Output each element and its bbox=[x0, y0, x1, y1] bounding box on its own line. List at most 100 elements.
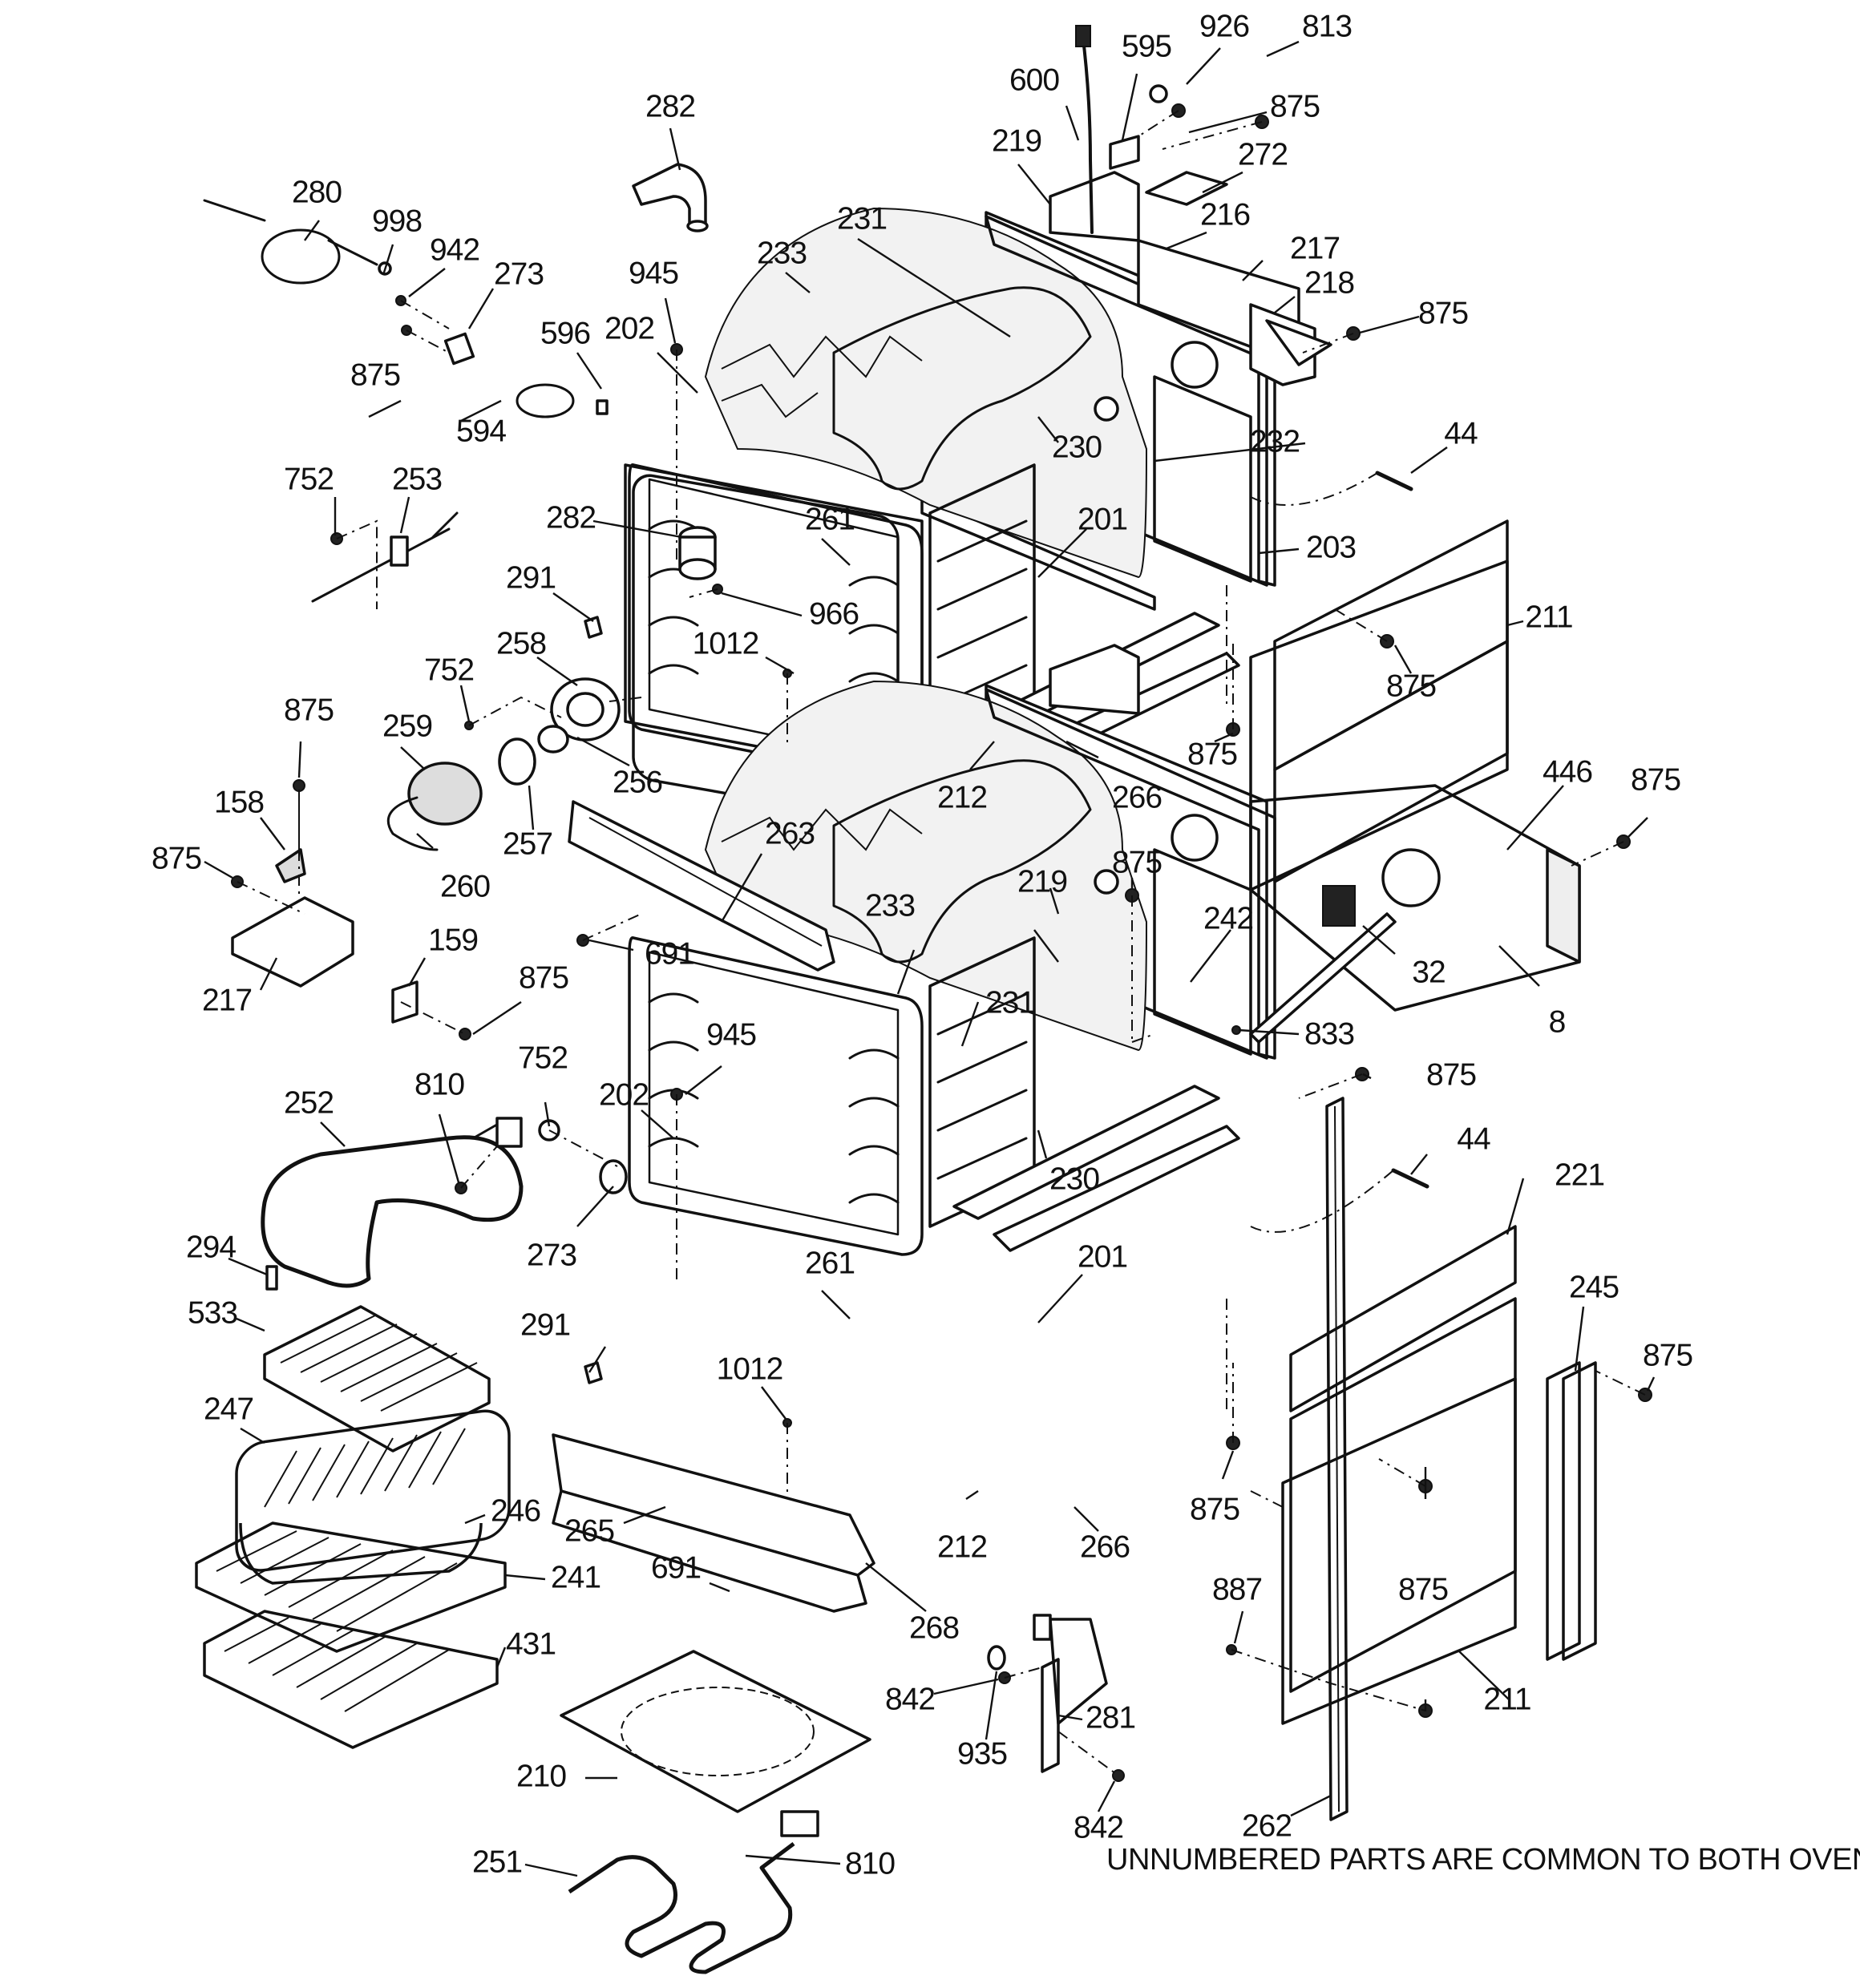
callout-label: 247 bbox=[204, 1392, 253, 1426]
leader-lines bbox=[204, 40, 1656, 1877]
callout-label: 595 bbox=[1122, 29, 1171, 63]
callout-label: 202 bbox=[604, 311, 654, 345]
callout-label: 210 bbox=[516, 1759, 566, 1793]
callout-label: 446 bbox=[1543, 754, 1592, 789]
callout-label: 219 bbox=[1017, 864, 1067, 899]
callout-label: 268 bbox=[909, 1610, 959, 1645]
callout-label: 212 bbox=[937, 1529, 987, 1564]
callout-label: 265 bbox=[564, 1513, 614, 1548]
callout-label: 294 bbox=[186, 1230, 236, 1264]
callout-label: 246 bbox=[491, 1493, 540, 1528]
diagram-note: UNNUMBERED PARTS ARE COMMON TO BOTH OVEN… bbox=[1106, 1843, 1860, 1877]
callout-label: 875 bbox=[1398, 1572, 1448, 1606]
element-252 bbox=[261, 1117, 628, 1291]
callout-label: 691 bbox=[651, 1550, 701, 1585]
callout-label: 230 bbox=[1049, 1162, 1099, 1196]
callout-label: 233 bbox=[757, 236, 807, 270]
callout-label: 810 bbox=[414, 1067, 464, 1101]
callout-label: 263 bbox=[765, 816, 815, 851]
hinge-281 bbox=[987, 1614, 1125, 1782]
callout-label: 231 bbox=[985, 985, 1035, 1020]
callout-label: 259 bbox=[382, 709, 432, 743]
callout-label: 942 bbox=[430, 232, 479, 267]
callout-label: 875 bbox=[1631, 762, 1680, 797]
callout-label: 998 bbox=[372, 204, 422, 238]
callout-label: 260 bbox=[440, 869, 490, 903]
rear-box-446 bbox=[1249, 784, 1581, 1044]
callout-label: 966 bbox=[809, 596, 859, 631]
callout-label: 216 bbox=[1200, 197, 1250, 232]
callout-label: 245 bbox=[1569, 1270, 1619, 1304]
callout-label: 217 bbox=[1290, 231, 1340, 265]
callout-label: 1012 bbox=[717, 1352, 783, 1386]
rear-panel-lower bbox=[1281, 1225, 1597, 1725]
callout-label: 8 bbox=[1549, 1004, 1566, 1039]
callout-label: 266 bbox=[1112, 780, 1162, 814]
callout-label: 945 bbox=[706, 1017, 756, 1052]
callout-label: 159 bbox=[428, 923, 478, 957]
callout-label: 1012 bbox=[693, 626, 759, 661]
callout-label: 158 bbox=[214, 785, 264, 819]
callout-label: 875 bbox=[152, 841, 201, 875]
callout-label: 810 bbox=[845, 1846, 895, 1881]
light-assembly bbox=[386, 677, 621, 851]
callout-label: 752 bbox=[424, 653, 474, 687]
callout-label: 887 bbox=[1212, 1572, 1262, 1606]
rail-263 bbox=[568, 800, 835, 972]
callout-label: 282 bbox=[645, 89, 695, 123]
callout-label: 219 bbox=[992, 123, 1041, 158]
callout-label: 201 bbox=[1078, 1239, 1127, 1274]
probe-280 bbox=[203, 199, 392, 285]
callout-label: 596 bbox=[540, 316, 590, 350]
callout-label: 875 bbox=[1190, 1492, 1239, 1526]
callout-label: 291 bbox=[520, 1307, 570, 1342]
wire-harness-600 bbox=[584, 25, 1429, 1384]
callout-label: 230 bbox=[1052, 430, 1102, 464]
callout-label: 875 bbox=[284, 693, 334, 727]
callout-label: 594 bbox=[456, 414, 506, 448]
callout-label: 221 bbox=[1555, 1158, 1604, 1192]
sensor-253 bbox=[311, 511, 459, 603]
callout-label: 281 bbox=[1086, 1700, 1135, 1735]
callout-label: 273 bbox=[527, 1238, 576, 1272]
callout-label: 218 bbox=[1304, 265, 1354, 300]
bake-element-251 bbox=[568, 1810, 819, 1974]
rear-panel-upper bbox=[1249, 519, 1509, 891]
callout-label: 231 bbox=[837, 201, 887, 236]
vertical-strip-262 bbox=[1325, 1097, 1348, 1821]
callout-label: 266 bbox=[1080, 1529, 1130, 1564]
callout-label: 262 bbox=[1242, 1808, 1292, 1843]
callout-label: 752 bbox=[284, 462, 334, 496]
callout-label: 280 bbox=[292, 175, 342, 209]
callout-label: 32 bbox=[1412, 955, 1445, 989]
callout-label: 875 bbox=[1270, 89, 1320, 123]
callout-label: 44 bbox=[1457, 1121, 1490, 1156]
callout-label: 600 bbox=[1009, 63, 1059, 97]
assembly-guides bbox=[237, 110, 1646, 1776]
callout-label: 926 bbox=[1199, 9, 1249, 43]
callout-label: 203 bbox=[1306, 530, 1356, 564]
callout-label: 945 bbox=[629, 256, 678, 290]
bottom-panel-210 bbox=[560, 1650, 871, 1813]
callout-label: 202 bbox=[599, 1077, 649, 1112]
callout-label: 875 bbox=[350, 358, 400, 392]
callout-label: 752 bbox=[518, 1040, 568, 1075]
callout-label: 291 bbox=[506, 560, 556, 595]
callout-label: 201 bbox=[1078, 502, 1127, 536]
bracket-217 bbox=[231, 779, 471, 1040]
callout-label: 833 bbox=[1304, 1016, 1354, 1051]
rack-431 bbox=[203, 1610, 499, 1749]
callout-label: 211 bbox=[1483, 1682, 1530, 1716]
callout-label: 272 bbox=[1238, 137, 1288, 172]
callout-label: 212 bbox=[937, 780, 987, 814]
rack-533 bbox=[263, 1305, 491, 1453]
callout-label: 813 bbox=[1302, 9, 1352, 43]
callout-labels: 282 280 998 942 273 875 596 594 945 202 … bbox=[152, 9, 1860, 1881]
callout-label: 261 bbox=[805, 502, 855, 536]
callout-label: 935 bbox=[957, 1736, 1007, 1771]
callout-label: 217 bbox=[202, 983, 252, 1017]
duct-inner-282 bbox=[678, 526, 717, 580]
callout-label: 256 bbox=[613, 765, 662, 799]
